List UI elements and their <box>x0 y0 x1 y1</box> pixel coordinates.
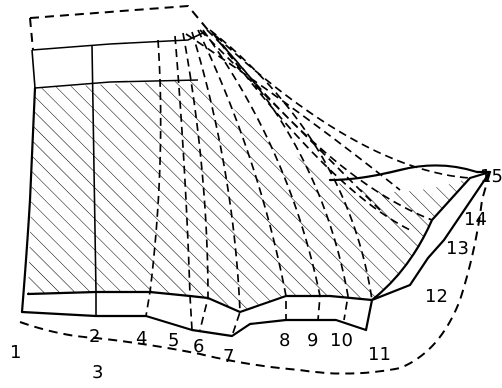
label-10: 10 <box>330 330 353 351</box>
label-7: 7 <box>223 346 234 367</box>
top-band-bottom <box>34 79 199 89</box>
top-band-left <box>31 49 36 89</box>
label-9: 9 <box>307 330 318 351</box>
main-outline <box>20 86 492 338</box>
divider-line-2 <box>91 44 97 316</box>
left-upper-dashed-edge <box>29 17 34 51</box>
label-2: 2 <box>89 326 100 347</box>
label-8: 8 <box>279 330 290 351</box>
label-3: 3 <box>92 362 103 383</box>
label-11: 11 <box>368 344 391 365</box>
label-4: 4 <box>136 328 147 349</box>
label-14: 14 <box>464 209 487 230</box>
label-15: 15 <box>480 166 502 187</box>
label-6: 6 <box>193 336 204 357</box>
label-12: 12 <box>425 286 448 307</box>
point-labels: 1 2 3 4 5 6 7 8 9 10 11 12 13 14 15 <box>10 166 502 383</box>
hatched-region <box>28 80 470 312</box>
label-5: 5 <box>168 330 179 351</box>
upper-dashed-boundary <box>29 4 209 31</box>
label-13: 13 <box>446 238 469 259</box>
fan-dashed-lines <box>145 29 471 337</box>
label-1: 1 <box>10 342 21 363</box>
outer-dashed-boundary <box>19 171 491 375</box>
top-band-top <box>31 31 206 51</box>
